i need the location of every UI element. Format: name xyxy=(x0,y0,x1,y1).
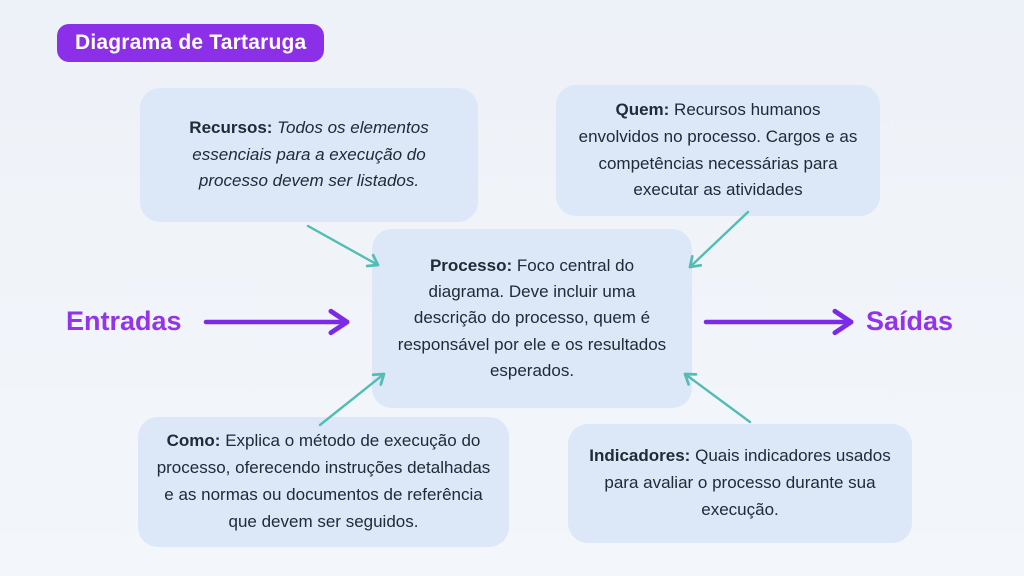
title-badge: Diagrama de Tartaruga xyxy=(57,24,325,62)
node-processo-text: Processo:Foco central do diagrama. Deve … xyxy=(390,253,674,385)
node-indicadores-lead: Indicadores: xyxy=(589,446,691,466)
node-recursos-body: Todos os elementos essenciais para a exe… xyxy=(192,117,429,191)
connector-quem-to-processo-arrow xyxy=(688,210,750,269)
connector-indicadores-to-processo-arrow xyxy=(683,372,752,424)
node-quem-text: Quem:Recursos humanos envolvidos no proc… xyxy=(574,97,862,204)
node-recursos: Recursos:Todos os elementos essenciais p… xyxy=(140,88,478,222)
saidas-label: Saídas xyxy=(866,306,954,336)
node-processo-lead: Processo: xyxy=(429,255,513,275)
node-indicadores: Indicadores:Quais indicadores usados par… xyxy=(568,424,912,543)
node-como-body: Explica o método de execução do processo… xyxy=(156,431,491,531)
node-quem: Quem:Recursos humanos envolvidos no proc… xyxy=(556,85,880,216)
node-recursos-lead: Recursos: xyxy=(189,117,273,137)
node-recursos-text: Recursos:Todos os elementos essenciais p… xyxy=(158,115,460,196)
node-como-lead: Como: xyxy=(166,431,221,451)
entradas-label: Entradas xyxy=(66,306,182,336)
node-processo: Processo:Foco central do diagrama. Deve … xyxy=(372,229,692,408)
node-como-text: Como:Explica o método de execução do pro… xyxy=(156,428,491,535)
connector-recursos-to-processo-arrow xyxy=(306,224,380,268)
node-indicadores-body: Quais indicadores usados para avaliar o … xyxy=(604,446,891,519)
node-indicadores-text: Indicadores:Quais indicadores usados par… xyxy=(586,443,894,524)
node-processo-body: Foco central do diagrama. Deve incluir u… xyxy=(397,255,667,381)
node-quem-body: Recursos humanos envolvidos no processo.… xyxy=(578,99,858,200)
node-como: Como:Explica o método de execução do pro… xyxy=(138,417,509,547)
node-quem-lead: Quem: xyxy=(615,99,670,119)
